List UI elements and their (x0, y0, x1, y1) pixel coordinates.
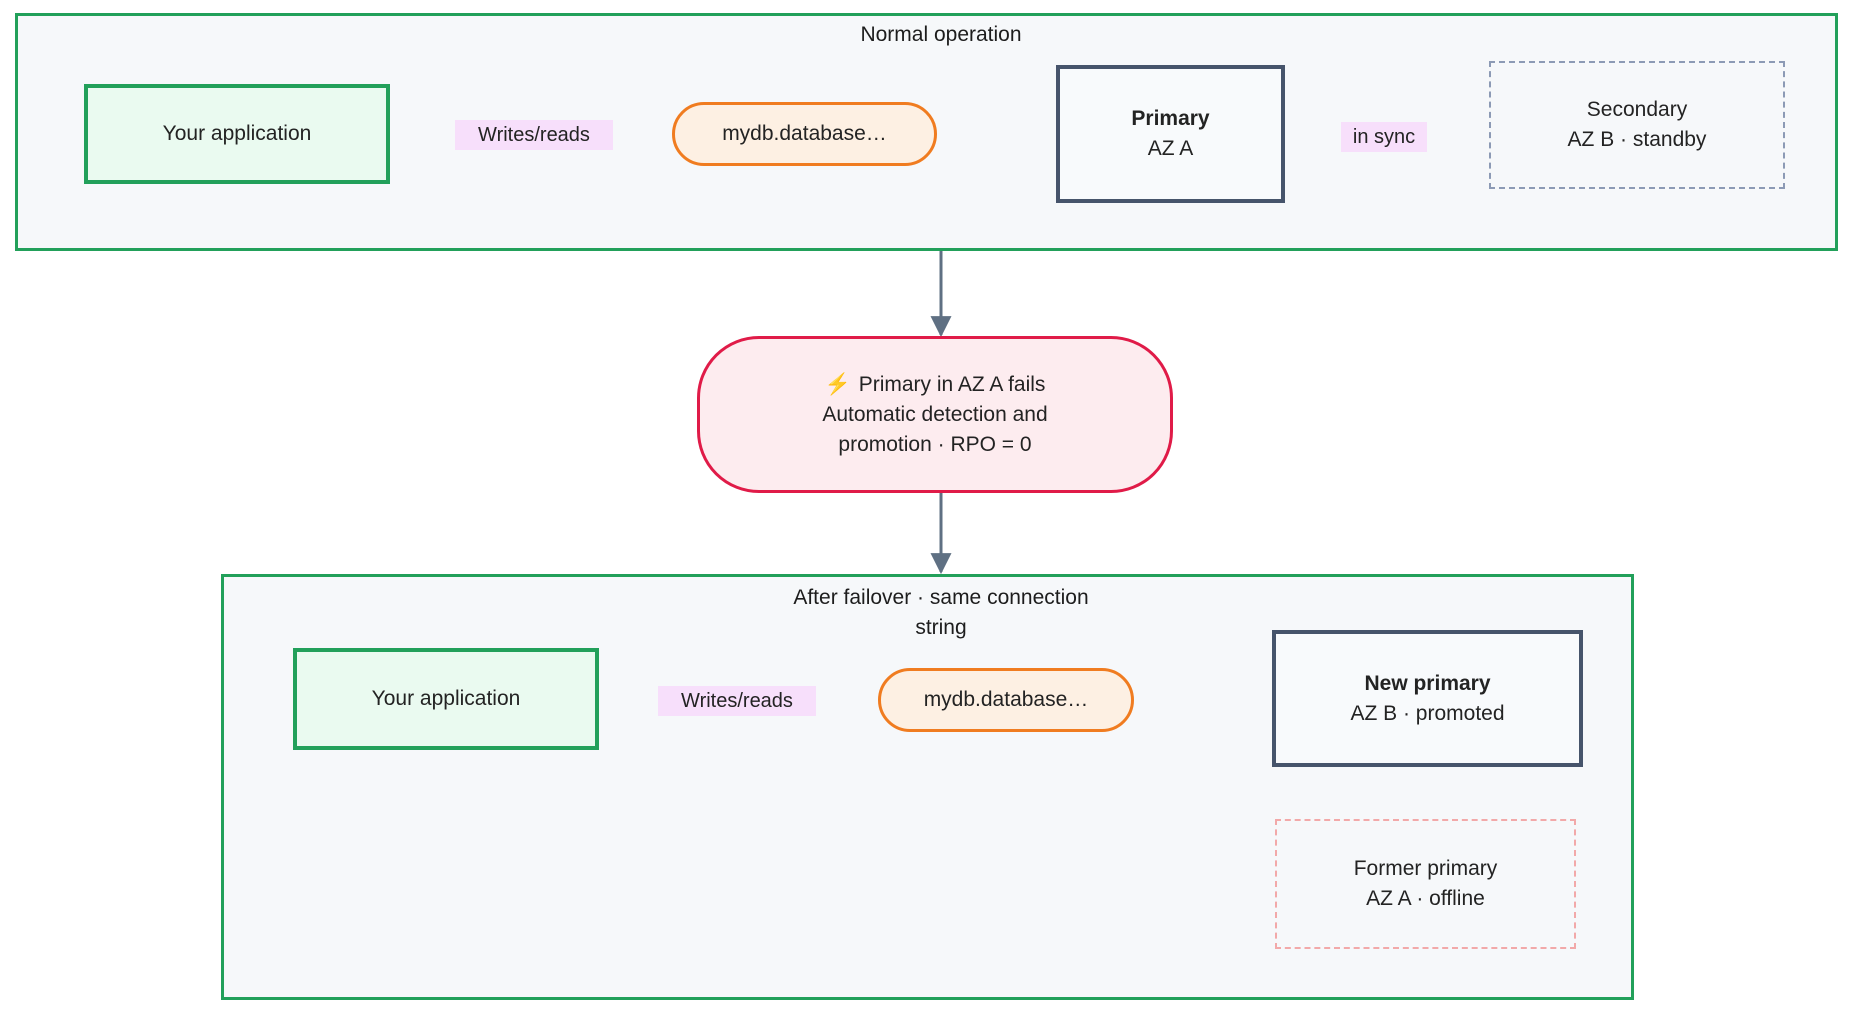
node-former-primary-az-a[interactable]: Former primary AZ A · offline (1275, 819, 1576, 949)
node-your-application-top[interactable]: Your application (84, 84, 390, 184)
edge-label-writes-reads-bottom: Writes/reads (658, 686, 816, 716)
failure-line-1-text: Primary in AZ A fails (858, 372, 1046, 396)
cluster-title-after-failover: After failover · same connection string (741, 583, 1141, 643)
node-former-primary-title: Former primary (1353, 857, 1498, 880)
node-new-primary-az-b[interactable]: New primary AZ B · promoted (1272, 630, 1583, 767)
node-label: Your application (371, 687, 521, 710)
cluster-title-line-2: string (915, 616, 967, 639)
failure-line-3: promotion · RPO = 0 (838, 432, 1032, 456)
cluster-normal-operation (15, 13, 1838, 251)
node-primary-title: Primary (1131, 107, 1210, 130)
node-secondary-title: Secondary (1586, 98, 1688, 121)
node-former-primary-subtitle: AZ A · offline (1366, 887, 1485, 910)
node-failure-event[interactable]: ⚡ Primary in AZ A fails Automatic detecti… (697, 336, 1173, 493)
node-secondary-subtitle: AZ B · standby (1567, 128, 1707, 151)
node-secondary-az-b[interactable]: Secondary AZ B · standby (1489, 61, 1785, 189)
node-your-application-bottom[interactable]: Your application (293, 648, 599, 750)
node-db-endpoint-bottom[interactable]: mydb.database… (878, 668, 1134, 732)
failure-line-2: Automatic detection and (822, 402, 1048, 426)
edge-label-writes-reads-top: Writes/reads (455, 120, 613, 150)
node-db-endpoint-top[interactable]: mydb.database… (672, 102, 937, 166)
node-label: mydb.database… (923, 688, 1089, 711)
node-label: mydb.database… (722, 122, 887, 145)
lightning-bolt-icon: ⚡ (824, 372, 851, 396)
node-new-primary-subtitle: AZ B · promoted (1350, 701, 1505, 725)
node-new-primary-title: New primary (1364, 671, 1491, 695)
edge-label-in-sync: in sync (1341, 122, 1427, 152)
node-primary-subtitle: AZ A (1147, 137, 1194, 160)
failure-line-1: ⚡ Primary in AZ A fails (825, 370, 1046, 400)
cluster-title-line-1: After failover · same connection (793, 586, 1089, 609)
node-label: Your application (162, 122, 312, 145)
node-primary-az-a[interactable]: Primary AZ A (1056, 65, 1285, 203)
cluster-title-normal-operation: Normal operation (860, 23, 1022, 46)
